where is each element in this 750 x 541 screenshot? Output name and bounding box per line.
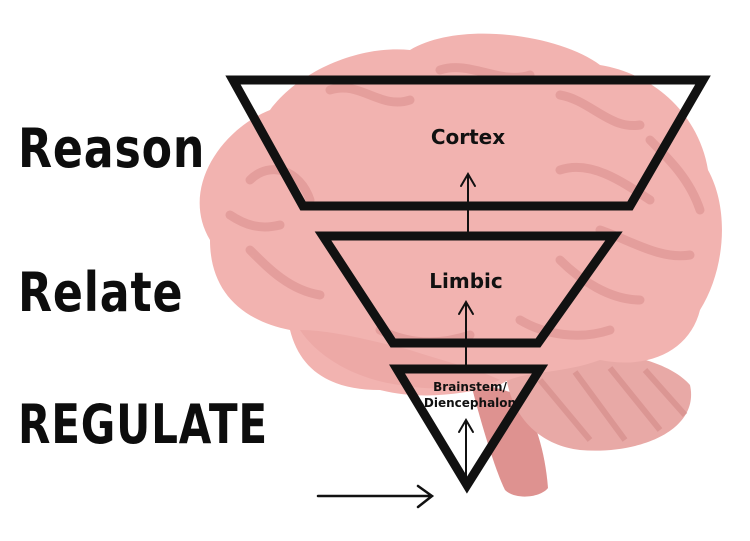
limbic-label: Limbic: [429, 269, 502, 293]
arrow-limbic-to-cortex: [460, 172, 476, 239]
arrow-brainstem-to-limbic: [458, 300, 474, 369]
arrow-input: [316, 484, 435, 509]
up-arrows: [316, 172, 476, 509]
brainstem-label-line2: Diencephalon: [424, 396, 516, 410]
cerebrum-shape: [199, 33, 722, 396]
cerebellum-folds: [537, 366, 688, 442]
regulate-label: REGULATE: [18, 393, 268, 456]
cortex-tier: [225, 75, 711, 211]
relate-label: Relate: [18, 261, 184, 324]
cortex-label: Cortex: [431, 125, 505, 149]
cerebrum-shade: [300, 330, 500, 389]
brainstem-label-line1: Brainstem/: [433, 380, 507, 394]
limbic-tier: [314, 231, 623, 348]
arrow-base-to-brainstem: [458, 418, 474, 487]
brainstem-tier: [389, 364, 549, 494]
reason-label: Reason: [18, 117, 206, 180]
brainstem-shape: [470, 380, 548, 497]
